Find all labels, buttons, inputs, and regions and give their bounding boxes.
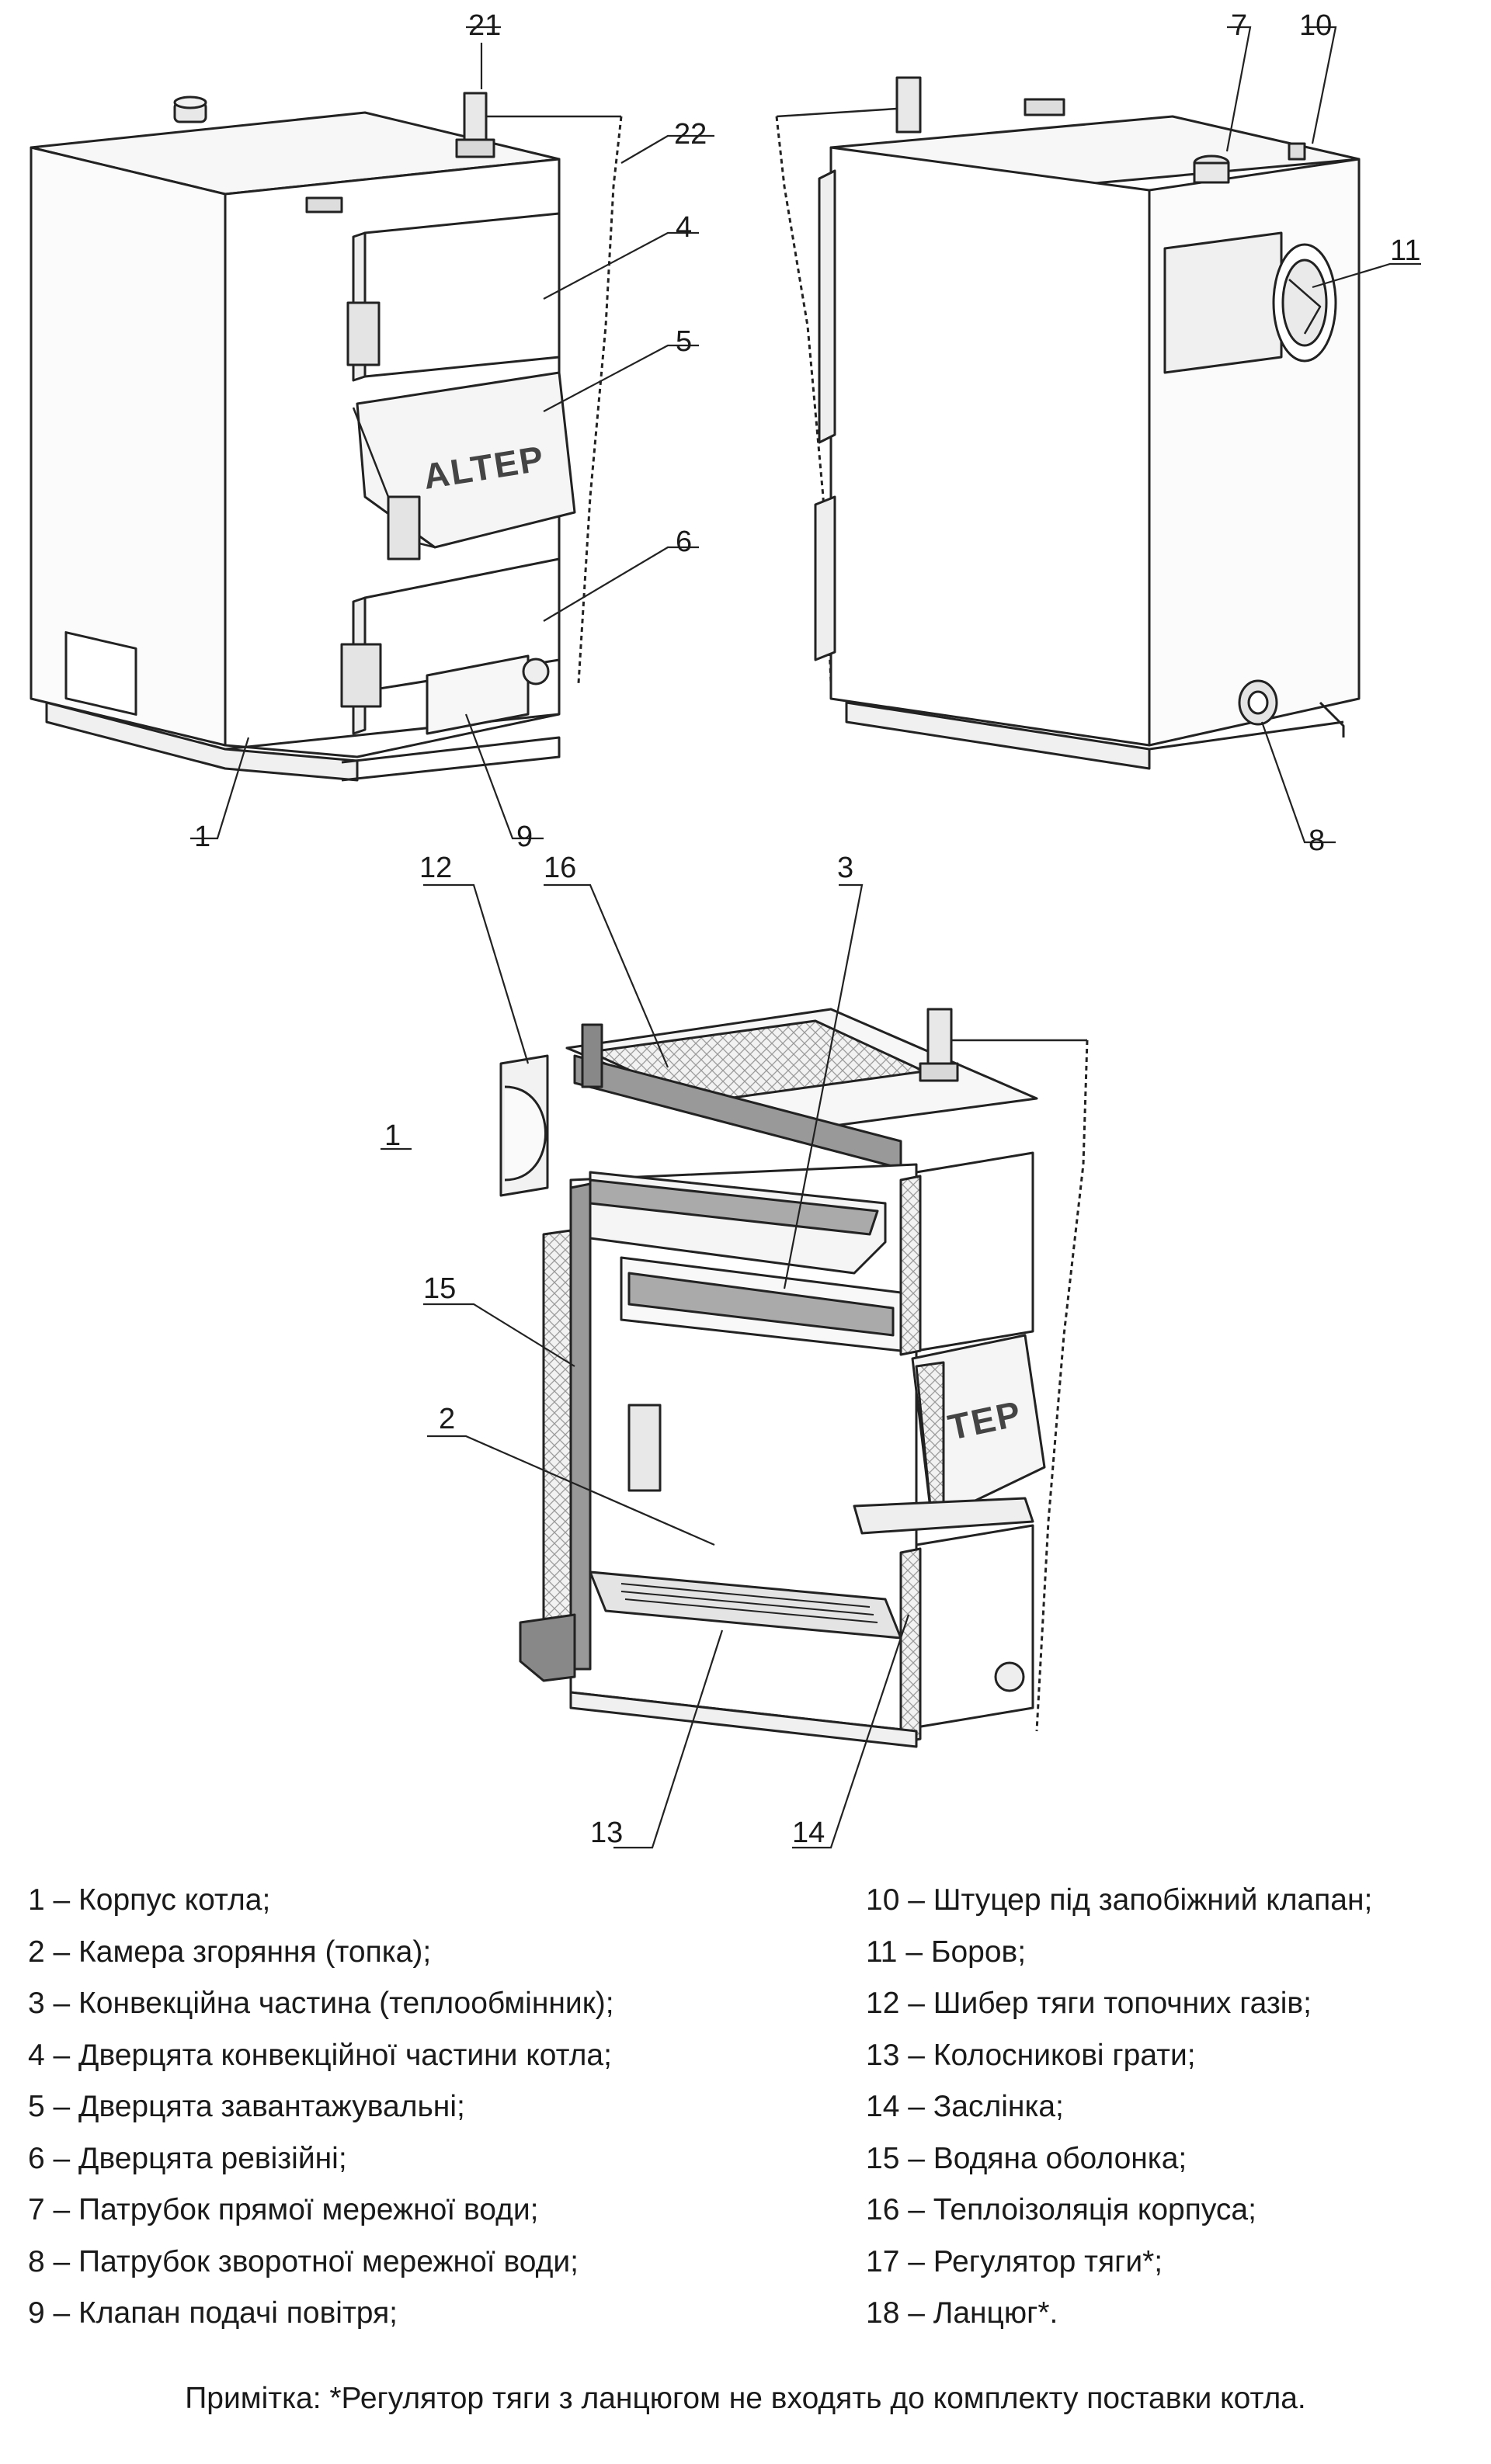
legend-column-left: 1 – Корпус котла; 2 – Камера згоряння (т…: [28, 1875, 614, 2340]
legend-item-12: 12 – Шибер тяги топочних газів;: [866, 1987, 1312, 2020]
callout-2: 2: [439, 1403, 455, 1435]
rear-view: [775, 76, 1361, 770]
legend-item-18: 18 – Ланцюг*.: [866, 2296, 1058, 2330]
legend-item-5: 5 – Дверцята завантажувальні;: [28, 2090, 465, 2123]
legend-column-right: 10 – Штуцер під запобіжний клапан; 11 – …: [866, 1875, 1372, 2340]
callout-15: 15: [423, 1272, 456, 1305]
callout-1: 1: [194, 821, 210, 853]
legend-item-2: 2 – Камера згоряння (топка);: [28, 1935, 432, 1969]
callout-9: 9: [516, 821, 533, 853]
callout-5: 5: [676, 325, 692, 358]
legend-item-10: 10 – Штуцер під запобіжний клапан;: [866, 1883, 1373, 1917]
callout-12: 12: [419, 852, 452, 884]
boiler-diagram: ALTEP 21 22 4 5 6 1 9: [30, 9, 1421, 1849]
callout-1-cutaway: 1: [384, 1119, 401, 1152]
legend-item-11: 11 – Боров;: [866, 1935, 1027, 1969]
legend-item-8: 8 – Патрубок зворотної мережної води;: [28, 2244, 579, 2278]
legend-item-14: 14 – Заслінка;: [866, 2090, 1064, 2123]
legend-item-17: 17 – Регулятор тяги*;: [866, 2244, 1163, 2278]
legend-item-4: 4 – Дверцята конвекційної частини котла;: [28, 2038, 612, 2072]
callout-21: 21: [468, 9, 501, 42]
legend-item-3: 3 – Конвекційна частина (теплообмінник);: [28, 1987, 614, 2020]
callout-14: 14: [792, 1817, 825, 1849]
callout-22: 22: [674, 118, 707, 151]
callout-10: 10: [1299, 9, 1332, 42]
legend-item-15: 15 – Водяна оболонка;: [866, 2141, 1187, 2175]
callout-4: 4: [676, 211, 692, 244]
callout-6: 6: [676, 526, 692, 558]
legend-item-1: 1 – Корпус котла;: [28, 1883, 271, 1917]
callout-16: 16: [544, 852, 576, 884]
front-view: [30, 92, 623, 782]
legend-item-16: 16 – Теплоізоляція корпуса;: [866, 2193, 1256, 2226]
rear-callout-lines: [1225, 26, 1421, 844]
cutaway-callout-lines: [381, 883, 910, 1849]
cutaway-view: [499, 1008, 1089, 1748]
parts-legend: 1 – Корпус котла; 2 – Камера згоряння (т…: [0, 1875, 1491, 2372]
callout-11: 11: [1390, 234, 1420, 267]
callout-3: 3: [837, 852, 853, 884]
legend-item-7: 7 – Патрубок прямої мережної води;: [28, 2193, 539, 2226]
callout-7: 7: [1231, 9, 1247, 42]
front-callout-lines: [190, 26, 714, 840]
footnote: Примітка: *Регулятор тяги з ланцюгом не …: [185, 2382, 1306, 2415]
callout-8: 8: [1309, 824, 1325, 857]
legend-item-6: 6 – Дверцята ревізійні;: [28, 2141, 347, 2175]
legend-item-9: 9 – Клапан подачі повітря;: [28, 2296, 398, 2330]
legend-item-13: 13 – Колосникові грати;: [866, 2038, 1196, 2072]
callout-13: 13: [590, 1817, 623, 1849]
